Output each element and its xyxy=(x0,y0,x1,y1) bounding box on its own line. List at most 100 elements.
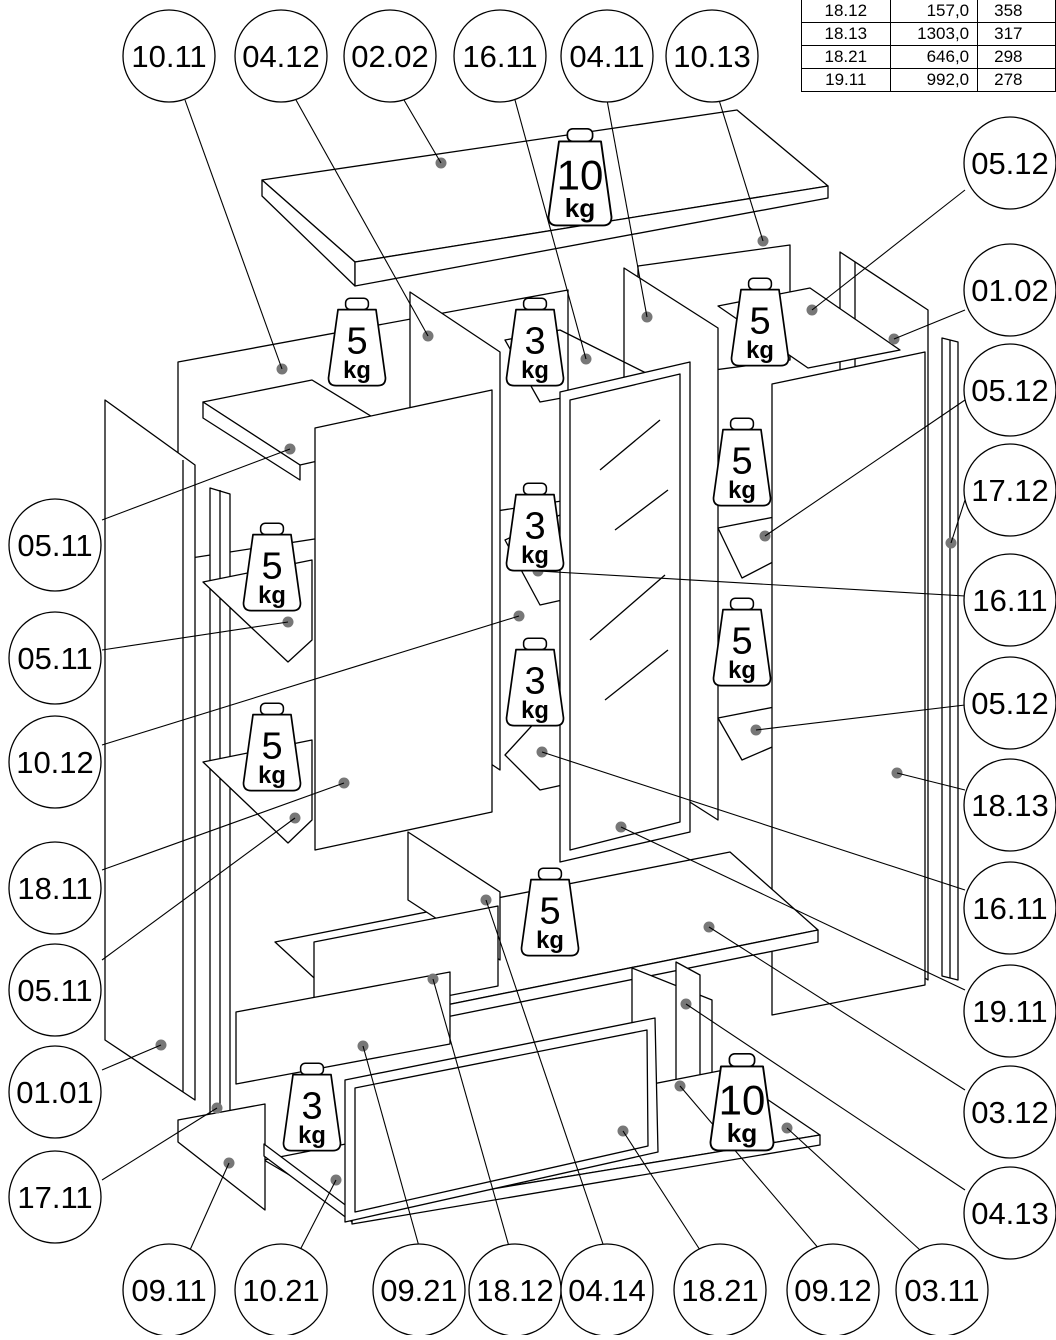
weight-value: 10 xyxy=(557,152,604,199)
callout-bubble: 10.13 xyxy=(665,9,759,103)
table-cell: 992,0 xyxy=(889,68,979,92)
callout-bubble: 16.11 xyxy=(963,553,1056,647)
glass-reflection xyxy=(614,489,669,531)
table-cell: 317 xyxy=(977,22,1056,46)
callout-bubble: 16.11 xyxy=(963,861,1056,955)
table-cell: 18.12 xyxy=(801,0,891,23)
panels xyxy=(104,109,959,1225)
callout-bubble: 05.12 xyxy=(963,656,1056,750)
callout-bubble: 05.11 xyxy=(8,943,102,1037)
table-cell: 298 xyxy=(977,45,1056,69)
weight-unit: kg xyxy=(728,657,756,684)
table-cell: 18.13 xyxy=(801,22,891,46)
weight-icon: 5kg xyxy=(712,417,772,507)
glass-door-pane xyxy=(569,373,681,851)
weight-icon: 3kg xyxy=(505,637,565,727)
table-cell: 646,0 xyxy=(889,45,979,69)
weight-value: 3 xyxy=(524,320,545,362)
callout-bubble: 04.11 xyxy=(560,9,654,103)
weight-value: 5 xyxy=(749,300,770,342)
weight-icon: 5kg xyxy=(327,297,387,387)
callout-label: 09.12 xyxy=(794,1273,872,1308)
weight-value: 5 xyxy=(731,440,752,482)
callout-bubble: 01.02 xyxy=(963,243,1056,337)
weight-value: 3 xyxy=(524,660,545,702)
drawer-bottom xyxy=(263,1143,353,1223)
callout-label: 03.12 xyxy=(971,1095,1049,1130)
callout-label: 10.21 xyxy=(242,1273,320,1308)
weight-unit: kg xyxy=(536,927,564,954)
callout-label: 05.11 xyxy=(17,641,92,676)
callout-bubble: 04.13 xyxy=(963,1166,1056,1260)
callout-label: 19.11 xyxy=(972,994,1047,1029)
weight-value: 5 xyxy=(731,620,752,662)
callout-label: 09.21 xyxy=(380,1273,458,1308)
door-right xyxy=(771,351,926,1016)
callout-bubble: 09.11 xyxy=(122,1243,216,1337)
callout-bubble: 04.12 xyxy=(234,9,328,103)
table-cell: 278 xyxy=(977,68,1056,92)
callout-bubble: 17.12 xyxy=(963,443,1056,537)
weight-unit: kg xyxy=(727,1118,758,1148)
callout-label: 05.11 xyxy=(17,973,92,1008)
callout-bubble: 05.11 xyxy=(8,498,102,592)
callout-label: 01.02 xyxy=(971,273,1049,308)
weight-icon: 5kg xyxy=(712,597,772,687)
shelf-left-top-front xyxy=(202,401,301,481)
weight-unit: kg xyxy=(521,357,549,384)
weight-icon: 5kg xyxy=(730,277,790,367)
weight-unit: kg xyxy=(746,337,774,364)
callout-bubble: 01.01 xyxy=(8,1045,102,1139)
callout-label: 18.12 xyxy=(476,1273,554,1308)
callout-label: 16.11 xyxy=(972,583,1047,618)
weight-value: 10 xyxy=(719,1077,766,1124)
plinth-left xyxy=(177,1103,266,1211)
callout-label: 10.13 xyxy=(673,39,751,74)
weight-unit: kg xyxy=(343,357,371,384)
callout-label: 04.14 xyxy=(568,1273,646,1308)
callout-label: 18.21 xyxy=(681,1273,759,1308)
callout-bubble: 18.11 xyxy=(8,841,102,935)
weight-icon: 5kg xyxy=(520,867,580,957)
drawer-front-large-inner xyxy=(354,1029,649,1213)
weight-value: 5 xyxy=(539,890,560,932)
glass-reflection xyxy=(589,574,666,641)
weight-unit: kg xyxy=(521,542,549,569)
callout-label: 04.13 xyxy=(971,1196,1049,1231)
callout-bubble: 03.11 xyxy=(895,1243,989,1337)
weight-value: 5 xyxy=(346,320,367,362)
callout-label: 01.01 xyxy=(16,1075,94,1110)
callout-label: 03.11 xyxy=(904,1273,979,1308)
table-cell: 157,0 xyxy=(889,0,979,23)
callout-label: 04.11 xyxy=(569,39,644,74)
weight-unit: kg xyxy=(258,762,286,789)
drawer-back xyxy=(235,971,451,1085)
callout-bubble: 16.11 xyxy=(453,9,547,103)
weight-value: 5 xyxy=(261,725,282,767)
callout-label: 17.12 xyxy=(971,473,1049,508)
door-left xyxy=(314,389,493,851)
callout-bubble: 10.11 xyxy=(122,9,216,103)
callout-label: 17.11 xyxy=(17,1180,92,1215)
callout-bubble: 09.12 xyxy=(786,1243,880,1337)
side-panel-left xyxy=(104,399,196,1101)
weight-icon: 5kg xyxy=(242,522,302,612)
callout-label: 04.12 xyxy=(242,39,320,74)
callout-label: 10.12 xyxy=(16,745,94,780)
callout-bubble: 19.11 xyxy=(963,964,1056,1058)
callout-bubble: 09.21 xyxy=(372,1243,466,1337)
callout-bubble: 03.12 xyxy=(963,1065,1056,1159)
callout-label: 05.12 xyxy=(971,686,1049,721)
callout-bubble: 05.11 xyxy=(8,611,102,705)
weight-icon: 5kg xyxy=(242,702,302,792)
callout-bubble: 10.21 xyxy=(234,1243,328,1337)
callout-label: 05.11 xyxy=(17,528,92,563)
weight-unit: kg xyxy=(565,193,596,223)
